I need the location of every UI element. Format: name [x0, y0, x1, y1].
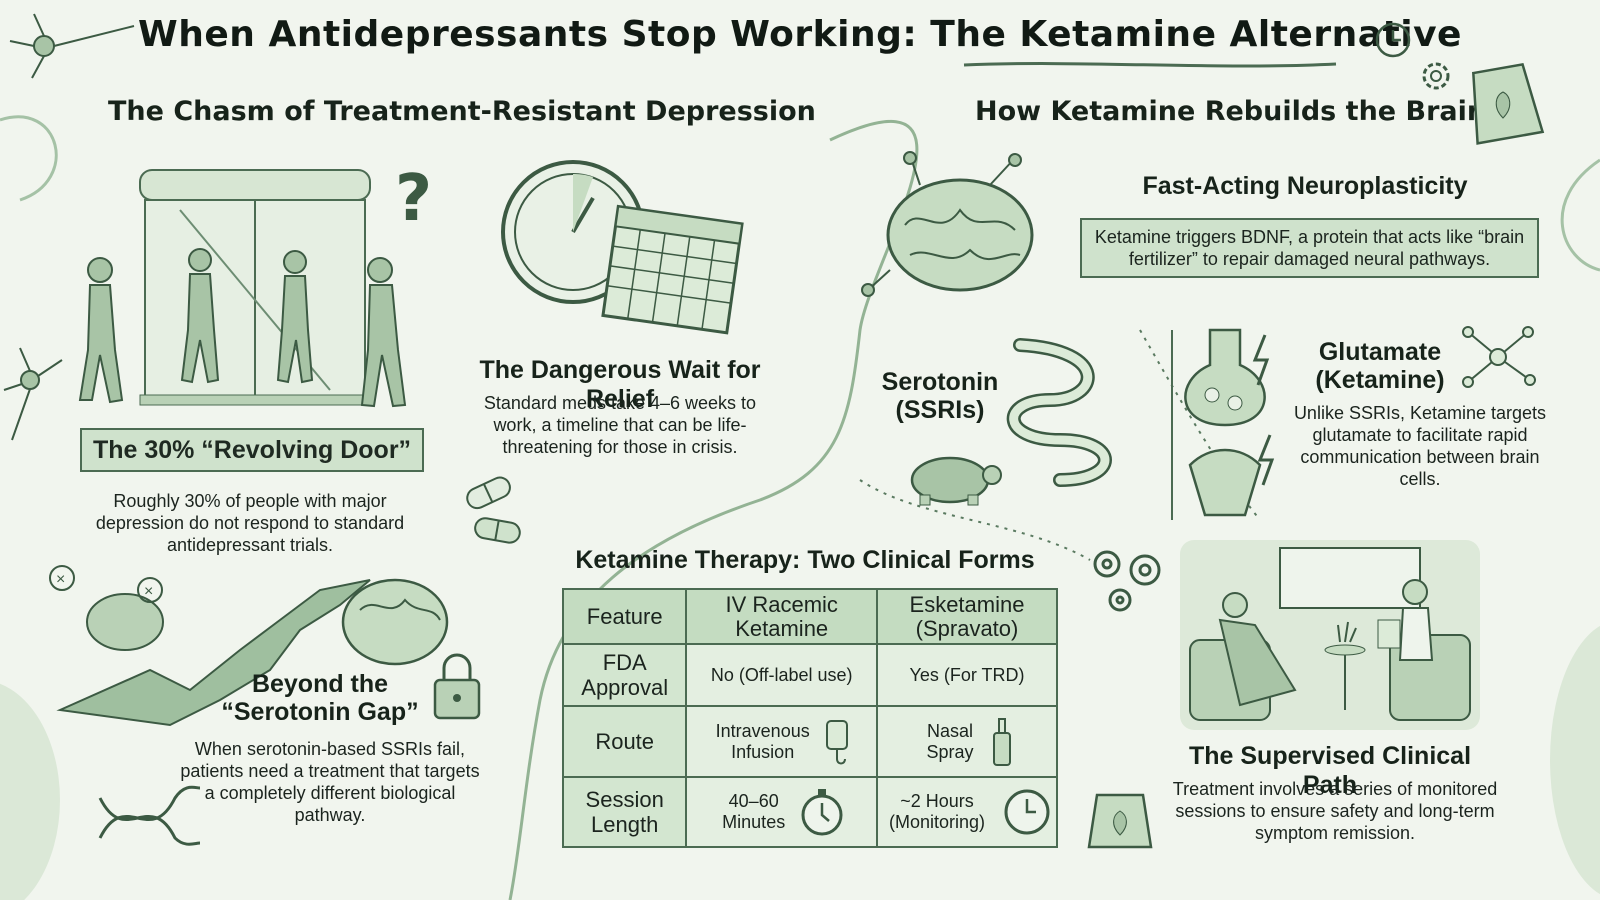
brain-growth-illustration — [861, 151, 1034, 297]
stopwatch-icon — [801, 788, 843, 836]
clock-icon — [1004, 789, 1050, 835]
ketamine-forms-table: Feature IV Racemic Ketamine Esketamine (… — [561, 587, 1058, 849]
left-section-heading: The Chasm of Treatment-Resistant Depress… — [108, 96, 816, 127]
glutamate-label-line1: Glutamate — [1318, 338, 1442, 366]
table-cell: No (Off-label use) — [685, 643, 878, 708]
wait-text: Standard meds take 4–6 weeks to work, a … — [483, 393, 757, 457]
neuron-terminal — [1184, 328, 1266, 427]
molecule-icon — [1462, 326, 1536, 388]
gap-heading-line2: “Serotonin Gap” — [221, 698, 419, 726]
neuroplasticity-heading: Fast-Acting Neuroplasticity — [1142, 172, 1468, 200]
table-feature-cell: FDA Approval — [561, 643, 688, 708]
person-figure — [78, 248, 407, 408]
sprout-icon — [861, 151, 1022, 297]
table-cell-text: Nasal Spray — [926, 720, 974, 762]
revolving-door-label: The 30% “Revolving Door” — [92, 435, 412, 464]
brain-icon — [886, 178, 1034, 292]
table-header-cell: Feature — [561, 587, 688, 646]
table-cell: 40–60 Minutes — [685, 775, 878, 849]
swirl-corner — [1560, 158, 1600, 272]
wait-heading: The Dangerous Wait for Relief — [479, 356, 761, 413]
neuron-icon — [9, 13, 135, 79]
table-cell: Intravenous Infusion — [685, 705, 878, 778]
revolving-door-text: Roughly 30% of people with major depress… — [95, 491, 405, 555]
chasm-icon — [56, 579, 371, 727]
gap-heading-line1: Beyond the — [251, 670, 389, 698]
gap-text: When serotonin-based SSRIs fail, patient… — [180, 739, 480, 825]
serotonin-label-line1: Serotonin — [881, 368, 999, 396]
table-cell-text: ~2 Hours (Monitoring) — [888, 790, 986, 832]
table-header-cell: Esketamine (Spravato) — [876, 587, 1058, 646]
clinical-text: Treatment involves a series of monitored… — [1172, 779, 1498, 843]
plant-table-icon — [1324, 621, 1366, 710]
table-cell: Yes (For TRD) — [876, 643, 1058, 708]
neuroplasticity-banner: Ketamine triggers BDNF, a protein that a… — [1080, 218, 1539, 278]
table-feature-cell: Session Length — [561, 775, 688, 849]
title-underline — [963, 62, 1337, 68]
glutamate-text: Unlike SSRIs, Ketamine targets glutamate… — [1293, 403, 1547, 489]
table-heading: Ketamine Therapy: Two Clinical Forms — [575, 546, 1035, 574]
divider-swirl — [508, 120, 919, 900]
svg-text:×: × — [144, 583, 153, 600]
table-feature-cell: Route — [561, 705, 688, 778]
patient-chair — [1189, 592, 1297, 721]
table-header-cell: IV Racemic Ketamine — [685, 587, 878, 646]
clinician-chair — [1377, 579, 1471, 721]
clinical-heading: The Supervised Clinical Path — [1188, 742, 1472, 799]
serotonin-label: Serotonin (SSRIs) — [880, 368, 1000, 424]
right-section-heading: How Ketamine Rebuilds the Brain — [975, 96, 1487, 127]
glutamate-label-line2: (Ketamine) — [1315, 366, 1445, 394]
page-title: When Antidepressants Stop Working: The K… — [138, 14, 1462, 55]
table-cell-text: 40–60 Minutes — [722, 790, 786, 832]
winding-pathway — [1006, 338, 1112, 487]
question-mark-icon: ? — [395, 162, 432, 236]
gap-heading: Beyond the “Serotonin Gap” — [220, 670, 420, 726]
table-row: FDA Approval No (Off-label use) Yes (For… — [561, 643, 1058, 708]
turtle-icon — [910, 456, 1002, 506]
table-cell: Nasal Spray — [876, 705, 1058, 778]
table-row: Route Intravenous Infusion Nasal Spray — [561, 705, 1058, 778]
svg-text:×: × — [56, 571, 65, 588]
table-cell: ~2 Hours (Monitoring) — [876, 775, 1058, 849]
window — [1279, 547, 1421, 609]
clock-calendar-illustration — [501, 160, 744, 335]
clock-icon — [1375, 22, 1411, 58]
pills-icon — [466, 476, 521, 544]
table-header-row: Feature IV Racemic Ketamine Esketamine (… — [561, 587, 1058, 646]
serotonin-gap-illustration: × × — [49, 565, 481, 727]
calendar-icon — [601, 204, 744, 335]
gear-icon — [1422, 62, 1450, 90]
broken-brain-icon: × × — [49, 565, 164, 651]
lightning-icon — [1252, 334, 1270, 386]
table-row: Session Length 40–60 Minutes ~2 Hours (M… — [561, 775, 1058, 849]
seed-bag-icon — [1472, 62, 1545, 145]
iv-bag-icon — [825, 719, 848, 765]
serotonin-label-line2: (SSRIs) — [895, 396, 985, 424]
lightning-icon — [1257, 434, 1275, 486]
dotted-path — [859, 479, 1091, 561]
padlock-icon — [433, 653, 481, 720]
nasal-spray-icon — [993, 717, 1011, 766]
corner-blob — [1550, 625, 1600, 895]
synapse-illustration — [1184, 328, 1275, 517]
swirl-corner — [0, 115, 58, 202]
serotonin-pathway-illustration — [910, 338, 1112, 506]
table-cell-text: Intravenous Infusion — [715, 720, 810, 762]
neuron-icon — [3, 347, 63, 441]
gears-icon — [1093, 550, 1161, 612]
dna-icon — [98, 785, 201, 846]
brain-icon — [341, 578, 449, 666]
seed-bag-icon — [1087, 793, 1153, 849]
corner-blob — [0, 683, 60, 900]
revolving-door-banner: The 30% “Revolving Door” — [80, 428, 424, 472]
clinic-scene-illustration — [1180, 540, 1480, 730]
glutamate-label: Glutamate (Ketamine) — [1300, 338, 1460, 394]
neuroplasticity-text: Ketamine triggers BDNF, a protein that a… — [1094, 227, 1525, 269]
revolving-door-illustration: ? — [78, 162, 432, 408]
